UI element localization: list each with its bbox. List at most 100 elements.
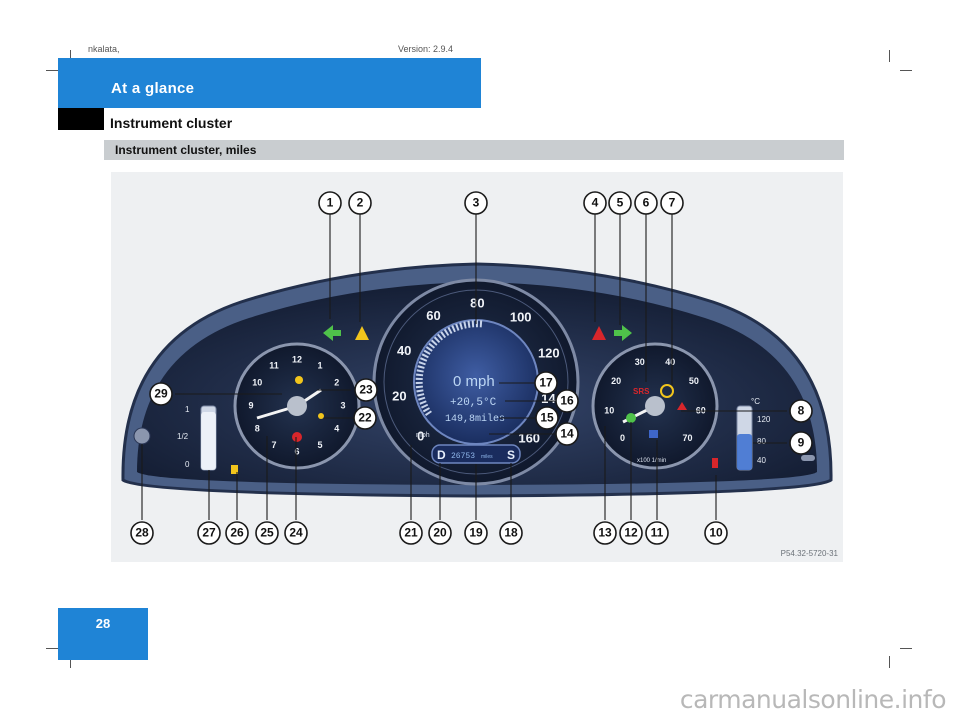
callout-bubble (593, 521, 617, 545)
tach-unit: x100 1/min (637, 458, 666, 464)
callout-bubble (660, 191, 684, 215)
section-marker (58, 108, 104, 130)
speed-readout: 0 mph (453, 373, 495, 390)
callout-bubble (130, 521, 154, 545)
crop-mark (70, 50, 71, 62)
odometer-display (431, 444, 521, 464)
crop-mark (70, 656, 71, 668)
crop-mark (900, 70, 912, 71)
callout-bubble (354, 378, 378, 402)
callout-bubble (608, 191, 632, 215)
callout-bubble (225, 521, 249, 545)
print-info-right: Version: 2.9.4 (398, 44, 454, 54)
clock-numeral: 11 (269, 361, 279, 371)
crop-mark (889, 50, 890, 62)
callout-bubble (634, 191, 658, 215)
callout-bubble (555, 422, 579, 446)
figure-reference: P54.32-5720-31 (780, 549, 838, 558)
speed-tick-label: 120 (538, 345, 560, 360)
speed-unit: mph (416, 432, 430, 439)
callout-number: 2 (357, 196, 364, 210)
outside-temp-readout: +20,5°C (450, 397, 497, 409)
callout-number: 29 (154, 387, 168, 401)
callout-bubble (789, 399, 813, 423)
tach-tick-label: 0 (620, 433, 625, 443)
fuel-tick-half: 1/2 (177, 432, 189, 441)
coolant-warning-icon (712, 458, 718, 468)
speed-tick-label: 40 (397, 343, 411, 358)
callout-number: 1 (327, 196, 334, 210)
tach-tick-label: 40 (665, 357, 675, 367)
tach-tick-label: 30 (635, 357, 645, 367)
callout-number: 4 (592, 196, 599, 210)
callout-bubble (348, 191, 372, 215)
brake-warning-icon (292, 432, 302, 442)
speed-tick-label: 0 (417, 429, 424, 444)
callout-number: 24 (289, 526, 303, 540)
fuel-tick-full: 1 (185, 405, 190, 414)
crop-mark (889, 656, 890, 668)
temp-tick-80: 80 (757, 437, 766, 446)
coolant-temp-gauge: °C 120 80 40 (712, 397, 771, 471)
callout-bubble (534, 371, 558, 395)
esp-warning-icon (677, 402, 687, 410)
fuel-pump-icon (231, 465, 238, 474)
callout-leaders (141, 214, 787, 520)
chapter-title: At a glance (111, 80, 195, 97)
callout-number: 5 (617, 196, 624, 210)
glow-plug-icon (295, 376, 303, 384)
callout-bubble (464, 521, 488, 545)
callout-number: 23 (359, 383, 373, 397)
callout-bubble (399, 521, 423, 545)
callout-bubble (149, 382, 173, 406)
reset-knob-left (133, 427, 151, 445)
callout-number: 26 (230, 526, 244, 540)
clock-numeral: 12 (292, 354, 302, 364)
callout-bubble (704, 521, 728, 545)
tach-tick-label: 50 (689, 376, 699, 386)
callout-number: 12 (624, 526, 638, 540)
right-turn-signal-icon (614, 325, 632, 341)
clock-numeral: 8 (255, 423, 260, 433)
clock-numeral: 9 (248, 400, 253, 410)
page-number-box (58, 608, 148, 660)
clock-numeral: 2 (334, 377, 339, 387)
clock-numeral: 7 (271, 440, 276, 450)
figure-caption: Instrument cluster, miles (115, 143, 257, 157)
speed-arc (415, 320, 484, 416)
srs-indicator: SRS (633, 387, 650, 396)
callout-number: 14 (560, 427, 574, 441)
crop-mark (900, 648, 912, 649)
callout-bubble (464, 191, 488, 215)
callout-number: 21 (404, 526, 418, 540)
callout-number: 28 (135, 526, 149, 540)
callout-number: 25 (260, 526, 274, 540)
fuel-tick-empty: 0 (185, 460, 190, 469)
clock-numeral: 10 (252, 377, 262, 387)
clock-numeral: 1 (317, 361, 322, 371)
clock-numeral: 4 (334, 423, 339, 433)
callout-number: 11 (651, 526, 664, 540)
callout-number: 16 (560, 394, 574, 408)
left-turn-signal-icon (323, 325, 341, 341)
callout-bubble (255, 521, 279, 545)
callout-bubble (284, 521, 308, 545)
tach-tick-label: 10 (604, 406, 614, 416)
callout-number: 6 (643, 196, 650, 210)
callout-number: 15 (540, 411, 554, 425)
general-warning-icon (355, 326, 369, 340)
speed-tick-label: 100 (510, 310, 532, 325)
callout-bubble (428, 521, 452, 545)
callout-bubble (318, 191, 342, 215)
engine-icon (318, 413, 324, 419)
callout-bubble (499, 521, 523, 545)
tach-tick-label: 20 (611, 376, 621, 386)
watermark: carmanualsonline.info (679, 685, 947, 714)
speed-tick-label: 60 (426, 308, 440, 323)
callout-bubble (619, 521, 643, 545)
callout-bubble (353, 406, 377, 430)
callout-number: 8 (798, 404, 805, 418)
